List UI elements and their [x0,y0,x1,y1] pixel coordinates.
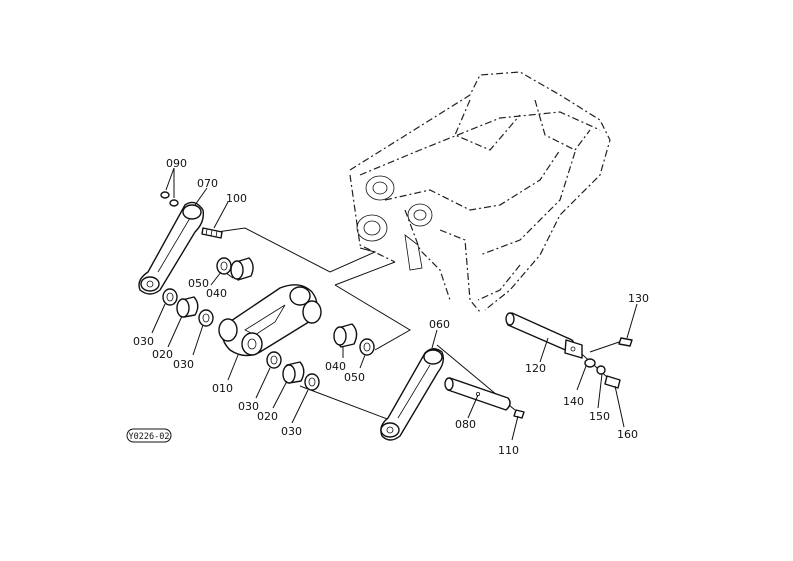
label-120: 120 [525,362,546,375]
left-bushings [162,257,254,327]
label-030c: 030 [238,400,259,413]
drawing-stamp: Y0226-02 [126,428,172,443]
label-110: 090 [166,157,187,170]
label-060: 060 [429,318,450,331]
left-link-arm [138,191,223,295]
label-040a: 040 [206,287,227,300]
label-030b: 030 [173,358,194,371]
label-130: 130 [628,292,649,305]
label-090: 110 [498,444,519,457]
part-labels: 090 070 100 050 040 030 020 030 010 030 … [133,157,649,457]
label-080: 080 [455,418,476,431]
label-030d: 030 [281,425,302,438]
label-040b: 040 [325,360,346,373]
label-150: 150 [589,410,610,423]
label-020b: 020 [257,410,278,423]
center-link [218,284,322,357]
pin-120 [505,312,633,389]
pin-080 [444,377,525,419]
bucket-drawing [349,71,611,313]
label-010: 010 [212,382,233,395]
label-140: 140 [563,395,584,408]
label-160: 160 [617,428,638,441]
right-link-arm [380,348,445,441]
right-bushings [266,323,375,391]
label-100: 100 [226,192,247,205]
label-050b: 050 [344,371,365,384]
label-leaders [151,167,638,441]
label-050a: 050 [188,277,209,290]
label-020a: 020 [152,348,173,361]
label-030a: 030 [133,335,154,348]
stamp-text: Y0226-02 [129,432,170,442]
label-070: 070 [197,177,218,190]
